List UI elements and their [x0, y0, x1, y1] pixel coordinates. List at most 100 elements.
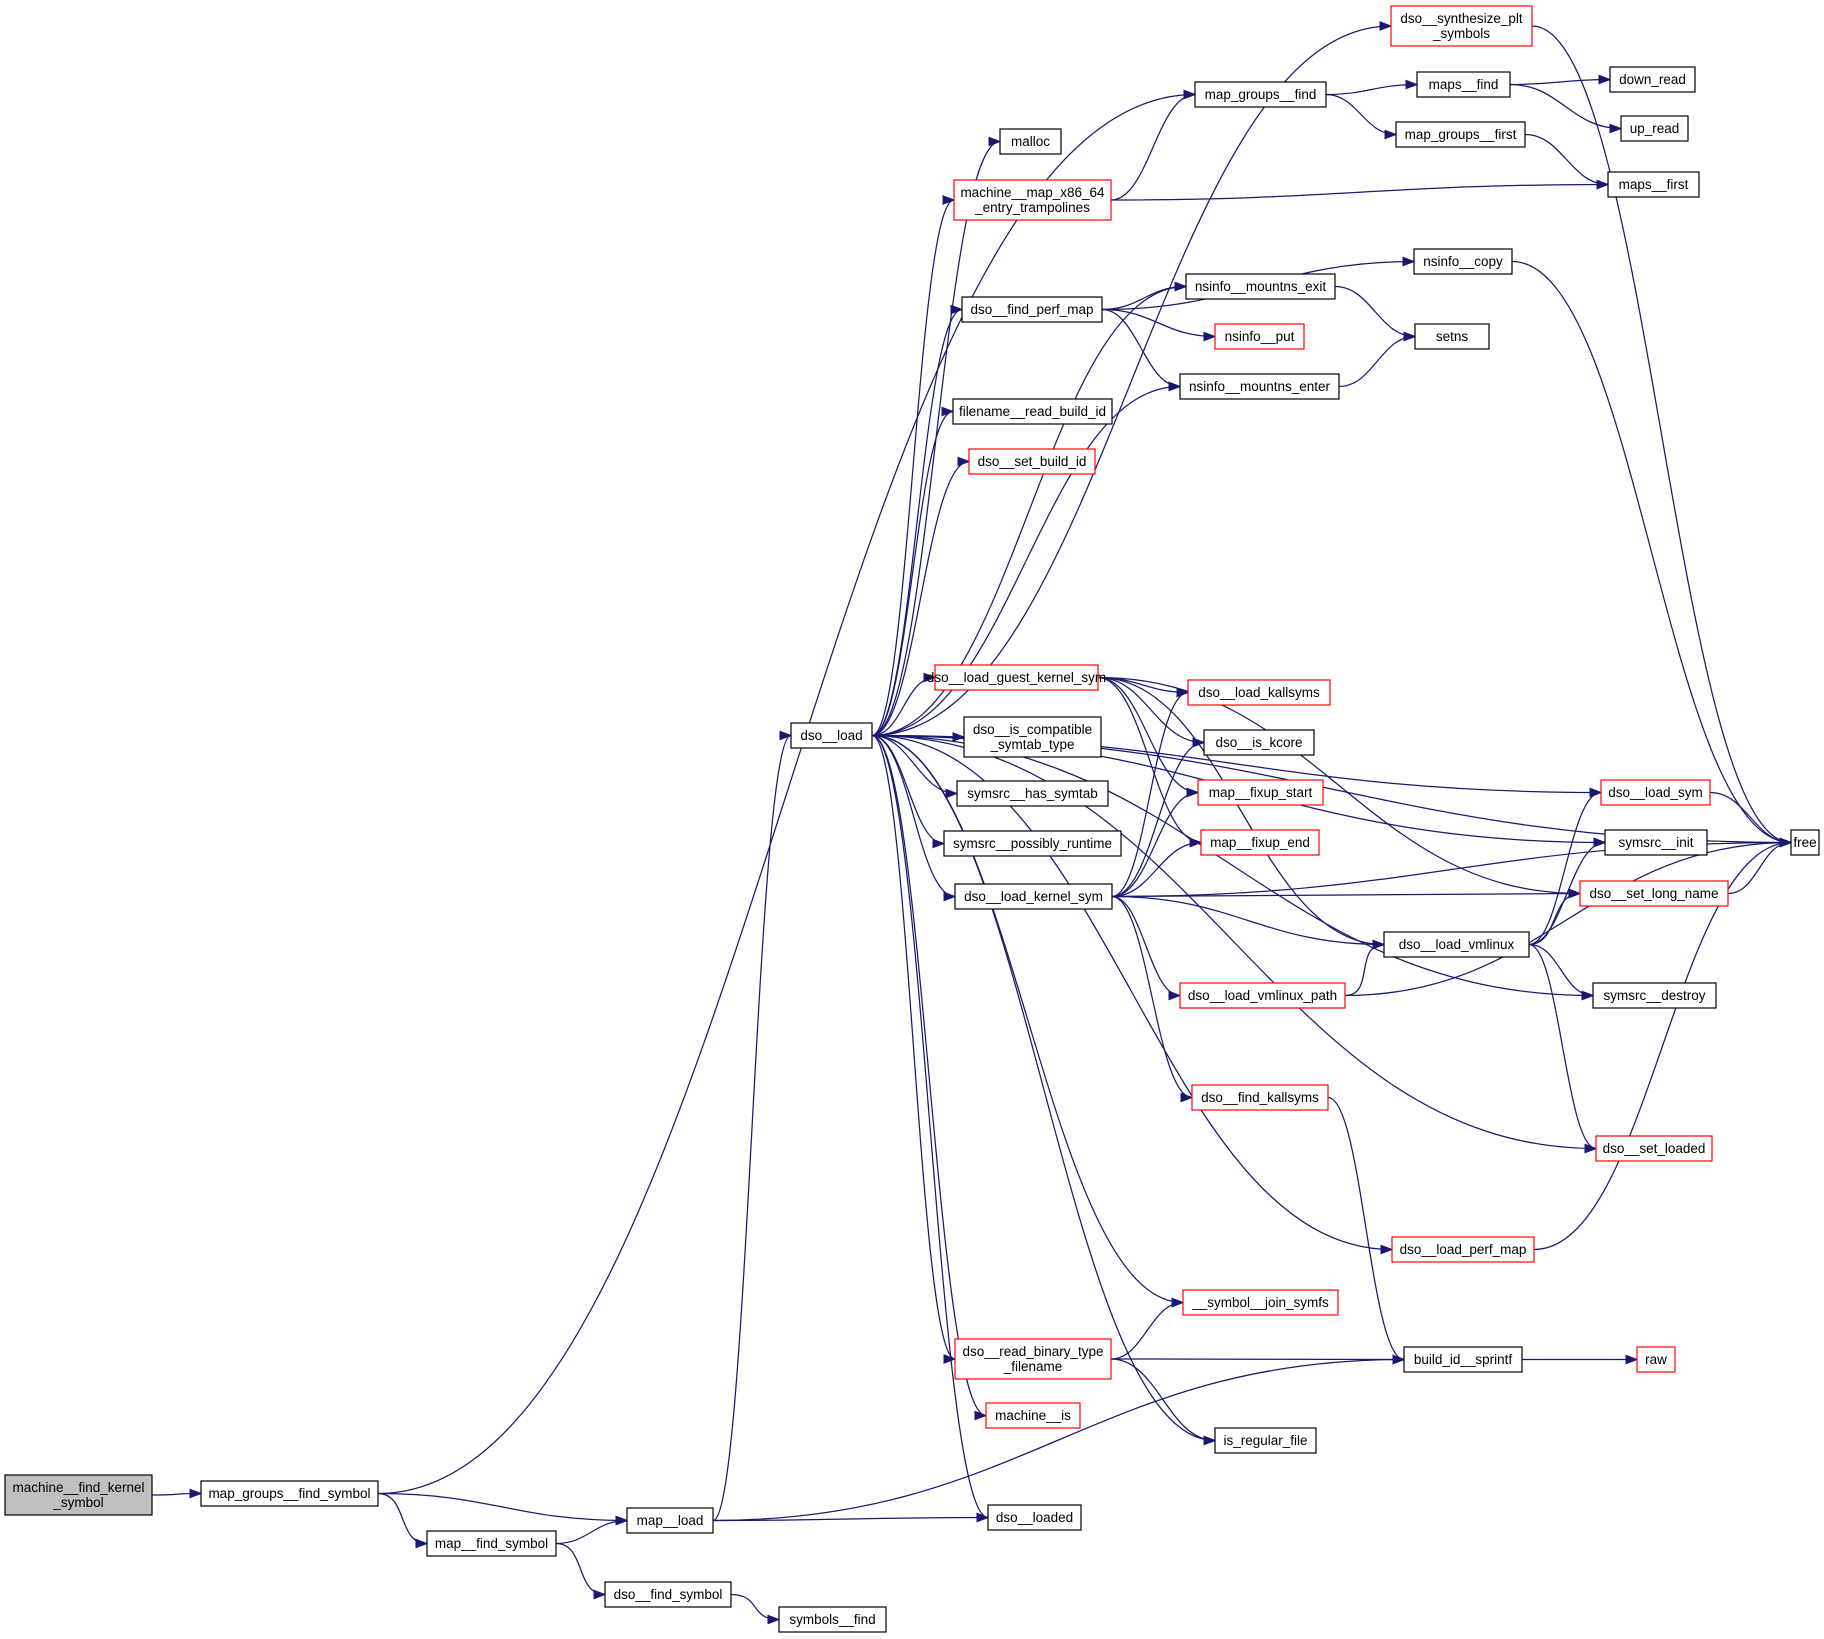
call-edge-dload-dsbid: [871, 456, 971, 737]
node-mapsfind[interactable]: maps__find: [1416, 71, 1511, 98]
node-box: [956, 780, 1109, 807]
edge-arrowhead: [1568, 888, 1582, 899]
call-edge-mmap-mapsfirst: [1110, 179, 1610, 201]
call-edge-vml-setloaded: [1528, 943, 1598, 1154]
node-dloaded[interactable]: dso__loaded: [987, 1504, 1082, 1531]
edge-line: [377, 1492, 428, 1545]
node-nsenter[interactable]: nsinfo__mountns_enter: [1179, 373, 1340, 400]
node-vmlpath[interactable]: dso__load_vmlinux_path: [1179, 982, 1346, 1009]
call-edge-vmlpath-free: [1344, 837, 1793, 997]
node-loadsym[interactable]: dso__load_sym: [1600, 779, 1711, 806]
edge-line: [871, 199, 955, 737]
node-box: [1185, 273, 1336, 300]
node-box: [1620, 115, 1689, 142]
call-edge-synth-free: [1531, 25, 1793, 848]
node-symf[interactable]: symbols__find: [778, 1606, 887, 1633]
node-posrt[interactable]: symsrc__possibly_runtime: [943, 830, 1122, 857]
node-raw[interactable]: raw: [1636, 1346, 1676, 1373]
edge-line: [1101, 308, 1181, 388]
node-lperf[interactable]: dso__load_perf_map: [1391, 1236, 1535, 1263]
edge-arrowhead: [1171, 1297, 1185, 1308]
node-box: [1395, 121, 1526, 148]
node-sinit[interactable]: symsrc__init: [1604, 829, 1708, 856]
edge-arrowhead: [1779, 837, 1793, 848]
edge-line: [871, 25, 1392, 737]
node-fstart[interactable]: map__fixup_start: [1197, 779, 1324, 806]
call-edge-kern-vml: [1111, 895, 1386, 950]
node-downread[interactable]: down_read: [1609, 66, 1696, 93]
node-sdestroy[interactable]: symsrc__destroy: [1592, 982, 1717, 1009]
node-box: [1187, 679, 1331, 706]
call-edge-dload-rbtf: [871, 734, 957, 1364]
call-edge-dload-dloaded: [871, 734, 990, 1523]
node-free[interactable]: free: [1790, 829, 1820, 856]
node-mload[interactable]: map__load: [626, 1507, 714, 1534]
edge-arrowhead: [189, 1488, 203, 1499]
node-fperf[interactable]: dso__find_perf_map: [961, 296, 1103, 323]
node-dsbid[interactable]: dso__set_build_id: [968, 448, 1096, 475]
edge-arrowhead: [767, 1614, 781, 1625]
node-joinsym[interactable]: __symbol__join_symfs: [1182, 1289, 1339, 1316]
node-dload[interactable]: dso__load: [790, 722, 873, 749]
node-label: _symbol: [52, 1495, 103, 1510]
node-mgfind[interactable]: map_groups__find: [1194, 81, 1327, 108]
node-setlong[interactable]: dso__set_long_name: [1579, 880, 1729, 907]
edge-arrowhead: [988, 136, 1002, 147]
edge-line: [1111, 741, 1205, 898]
node-setloaded[interactable]: dso__set_loaded: [1595, 1135, 1713, 1162]
node-synth[interactable]: dso__synthesize_plt_symbols: [1390, 5, 1533, 47]
node-fend[interactable]: map__fixup_end: [1200, 829, 1320, 856]
node-nsput[interactable]: nsinfo__put: [1214, 323, 1305, 350]
edge-line: [1727, 841, 1792, 895]
node-box: [1790, 829, 1820, 856]
node-label: dso__read_binary_type: [962, 1344, 1103, 1359]
node-label: dso__set_loaded: [1603, 1141, 1706, 1156]
call-edge-kern-fstart: [1111, 787, 1200, 898]
node-mapsfirst[interactable]: maps__first: [1607, 171, 1700, 198]
node-iskcore[interactable]: dso__is_kcore: [1203, 729, 1315, 756]
node-box: [1604, 829, 1708, 856]
node-root[interactable]: machine__find_kernel_symbol: [4, 1474, 153, 1516]
edge-arrowhead: [1402, 256, 1416, 267]
node-kern[interactable]: dso__load_kernel_sym: [954, 883, 1113, 910]
node-bidsp[interactable]: build_id__sprintf: [1403, 1346, 1523, 1373]
node-box: [1609, 66, 1696, 93]
edge-line: [871, 734, 989, 1519]
node-kall[interactable]: dso__load_kallsyms: [1187, 679, 1331, 706]
node-mis[interactable]: machine__is: [985, 1402, 1081, 1429]
call-edge-mgfs-mfs: [377, 1492, 429, 1549]
edge-line: [1528, 791, 1602, 946]
edge-line: [871, 410, 954, 737]
call-edge-dload-posrt: [871, 734, 946, 849]
node-dfs[interactable]: dso__find_symbol: [604, 1581, 732, 1608]
node-mgfs[interactable]: map_groups__find_symbol: [200, 1480, 379, 1507]
node-label: build_id__sprintf: [1414, 1352, 1513, 1367]
node-nsexit[interactable]: nsinfo__mountns_exit: [1185, 273, 1336, 300]
edge-line: [1111, 691, 1189, 898]
node-rbtf[interactable]: dso__read_binary_type_filename: [954, 1338, 1112, 1380]
call-edge-rbtf-joinsym: [1110, 1297, 1185, 1360]
edge-line: [1344, 943, 1385, 997]
edge-line: [712, 734, 792, 1522]
edge-arrowhead: [957, 456, 971, 467]
node-isreg[interactable]: is_regular_file: [1214, 1427, 1317, 1454]
node-setns[interactable]: setns: [1414, 323, 1490, 350]
edge-line: [1110, 1358, 1405, 1361]
node-iscompat[interactable]: dso__is_compatible_symtab_type: [963, 716, 1102, 758]
node-mmap[interactable]: machine__map_x86_64_entry_trampolines: [953, 179, 1112, 221]
node-fkall[interactable]: dso__find_kallsyms: [1191, 1084, 1329, 1111]
node-vml[interactable]: dso__load_vmlinux: [1383, 931, 1530, 958]
node-frbid[interactable]: filename__read_build_id: [952, 398, 1113, 425]
edge-line: [1325, 83, 1418, 96]
edge-line: [871, 734, 1216, 1442]
node-mfs[interactable]: map__find_symbol: [426, 1530, 557, 1557]
node-nscopy[interactable]: nsinfo__copy: [1413, 248, 1513, 275]
node-upread[interactable]: up_read: [1620, 115, 1689, 142]
node-malloc[interactable]: malloc: [999, 128, 1062, 155]
edge-line: [1325, 93, 1397, 136]
node-guest[interactable]: dso__load_guest_kernel_sym: [927, 664, 1106, 691]
call-edge-guest-fend: [1097, 676, 1203, 848]
node-hassym[interactable]: symsrc__has_symtab: [956, 780, 1109, 807]
node-mgfirst[interactable]: map_groups__first: [1395, 121, 1526, 148]
call-edge-mapsfind-upread: [1509, 83, 1623, 134]
